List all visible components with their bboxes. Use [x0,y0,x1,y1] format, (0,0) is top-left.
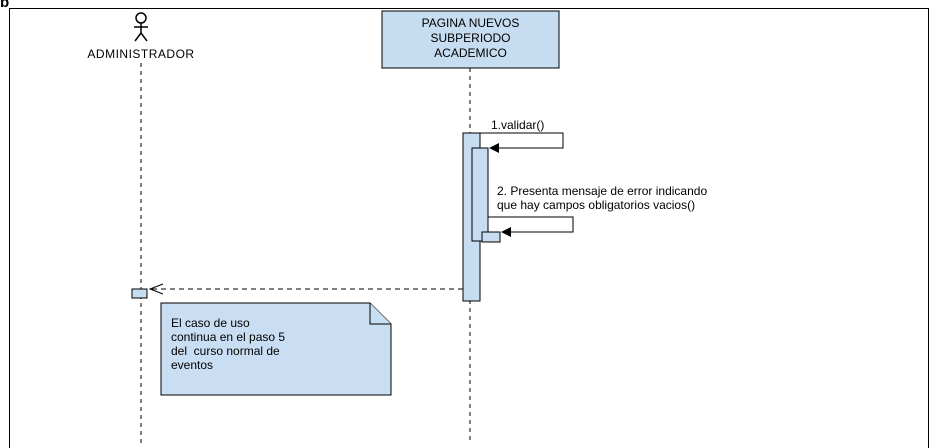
note-text-line-3: del curso normal de [171,344,280,358]
page-object-box[interactable] [381,10,560,69]
nested-activation-bar [471,147,489,242]
note-text-line-2: continua en el paso 5 [171,330,285,344]
page-object-label-line-1: PAGINA NUEVOS [422,16,520,30]
actor-activation-bar [131,288,148,299]
diagram-header-fragment: p [0,0,60,7]
note-text-line-4: eventos [171,358,213,372]
page-object-label-line-2: SUBPERIODO [430,31,510,45]
note-fold [369,303,391,325]
page-object-label-line-3: ACADEMICO [434,46,507,60]
actor-label: ADMINISTRADOR [87,47,194,61]
return-message-arrowhead [148,283,164,295]
note-text-line-1: El caso de uso [171,316,250,330]
note-box[interactable] [160,302,392,396]
message-2-label-line-2: que hay campos obligatorios vacios() [497,198,695,212]
message-1-arrow [480,132,564,153]
actor-icon [134,12,148,42]
message-2-label-line-1: 2. Presenta mensaje de error indicando [497,184,707,198]
return-activation-bar [481,231,501,243]
message-2-arrow [488,216,574,237]
diagram-frame [9,8,929,448]
message-1-label: 1.validar() [491,118,544,132]
